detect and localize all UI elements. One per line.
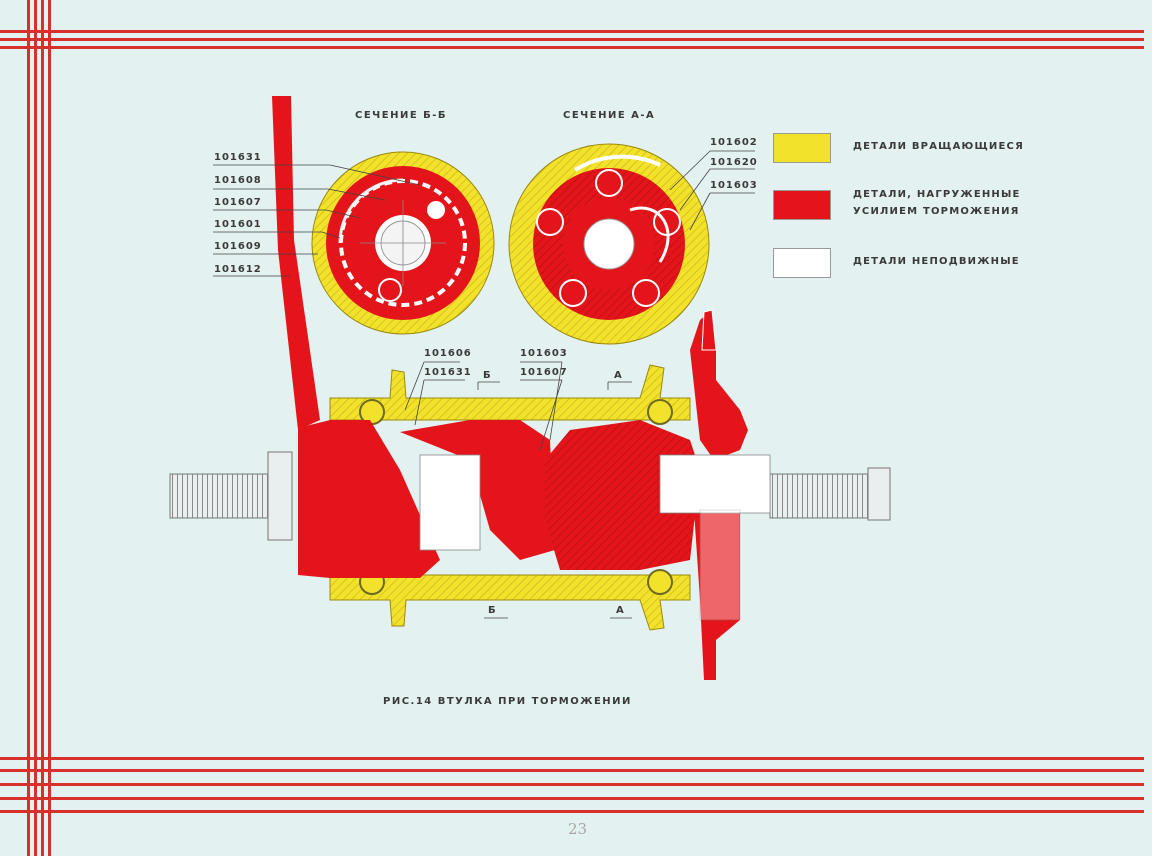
legend-label-fixed: ДЕТАЛИ НЕПОДВИЖНЫЕ xyxy=(853,256,1020,267)
page-number: 23 xyxy=(568,820,588,838)
part-label: 101608 xyxy=(214,175,262,186)
axle-right-thread xyxy=(769,473,881,519)
right-leader-lines xyxy=(669,150,755,231)
legend-label-braking: ДЕТАЛИ, НАГРУЖЕННЫЕ УСИЛИЕМ ТОРМОЖЕНИЯ xyxy=(853,189,1021,217)
legend-swatch-rotating xyxy=(773,133,831,163)
part-label: 101631 xyxy=(214,152,262,163)
legend-swatch-fixed xyxy=(773,248,831,278)
part-label: 101601 xyxy=(214,219,262,230)
axle-left-nut xyxy=(267,451,293,541)
legend-label-rotating: ДЕТАЛИ ВРАЩАЮЩИЕСЯ xyxy=(853,141,1024,152)
section-mark: А xyxy=(616,605,625,616)
part-label: 101620 xyxy=(710,157,758,168)
brake-lever xyxy=(272,96,320,430)
section-a-title: СЕЧЕНИЕ А-А xyxy=(563,110,656,121)
hub-leader-lines xyxy=(404,361,563,451)
axle-left-thread xyxy=(169,473,281,519)
section-mark: А xyxy=(614,370,623,381)
part-label: 101631 xyxy=(424,367,472,378)
legend-swatch-braking xyxy=(773,190,831,220)
part-label: 101603 xyxy=(710,180,758,191)
section-a-drawing xyxy=(508,143,710,345)
part-label: 101609 xyxy=(214,241,262,252)
section-mark: Б xyxy=(488,605,497,616)
part-label: 101602 xyxy=(710,137,758,148)
left-leader-lines xyxy=(213,164,421,277)
section-b-title: СЕЧЕНИЕ Б-Б xyxy=(355,110,448,121)
fixed-parts xyxy=(419,454,771,621)
part-label: 101607 xyxy=(214,197,262,208)
axle-right-nut xyxy=(867,467,891,521)
part-label: 101612 xyxy=(214,264,262,275)
part-label: 101603 xyxy=(520,348,568,359)
part-label: 101607 xyxy=(520,367,568,378)
section-arrows xyxy=(477,381,632,619)
section-b-drawing xyxy=(311,151,495,335)
figure-caption: РИС.14 ВТУЛКА ПРИ ТОРМОЖЕНИИ xyxy=(383,696,632,707)
part-label: 101606 xyxy=(424,348,472,359)
section-mark: Б xyxy=(483,370,492,381)
